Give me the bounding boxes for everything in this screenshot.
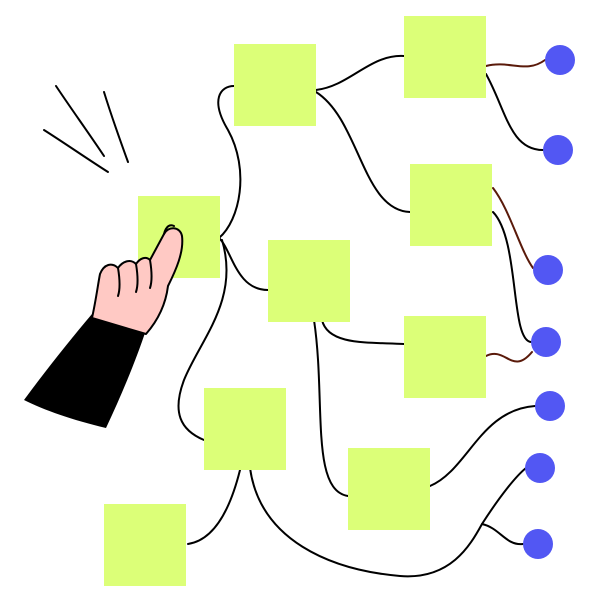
end-node-dot bbox=[533, 255, 563, 285]
connector-line bbox=[492, 211, 532, 343]
pointing-hand-icon bbox=[24, 224, 184, 428]
end-node-dot bbox=[535, 391, 565, 421]
connector-line bbox=[315, 91, 411, 213]
connector-line bbox=[187, 469, 241, 545]
connector-line bbox=[485, 59, 546, 68]
end-node-dot bbox=[543, 135, 573, 165]
sticky-note bbox=[204, 388, 286, 470]
connector-line bbox=[321, 319, 405, 345]
knuckle-line bbox=[135, 263, 139, 293]
connector-line bbox=[481, 523, 524, 546]
connector-line bbox=[315, 54, 405, 91]
connector-line bbox=[249, 467, 527, 578]
fingernail-line bbox=[163, 224, 175, 235]
connector-lines bbox=[177, 54, 546, 578]
connector-line bbox=[485, 73, 544, 151]
sticky-note bbox=[404, 16, 486, 98]
end-node-dot bbox=[525, 453, 555, 483]
knuckle-line bbox=[149, 259, 153, 289]
sticky-note bbox=[234, 44, 316, 126]
connector-line bbox=[217, 85, 242, 239]
connector-line bbox=[429, 405, 536, 487]
sleeve bbox=[24, 314, 146, 428]
sticky-notes bbox=[104, 16, 492, 586]
connector-line bbox=[177, 239, 228, 441]
connector-line bbox=[313, 319, 349, 497]
end-node-dot bbox=[545, 45, 575, 75]
sticky-note bbox=[268, 240, 350, 322]
end-node-dot bbox=[523, 529, 553, 559]
sticky-note bbox=[348, 448, 430, 530]
end-node-dot bbox=[531, 327, 561, 357]
connector-line bbox=[492, 187, 534, 269]
connector-line bbox=[485, 351, 533, 363]
knuckle-line bbox=[117, 267, 121, 297]
sticky-note bbox=[410, 164, 492, 246]
sticky-note bbox=[104, 504, 186, 586]
sticky-note bbox=[404, 316, 486, 398]
motion-lines-icon bbox=[43, 85, 129, 173]
end-nodes bbox=[523, 45, 575, 559]
